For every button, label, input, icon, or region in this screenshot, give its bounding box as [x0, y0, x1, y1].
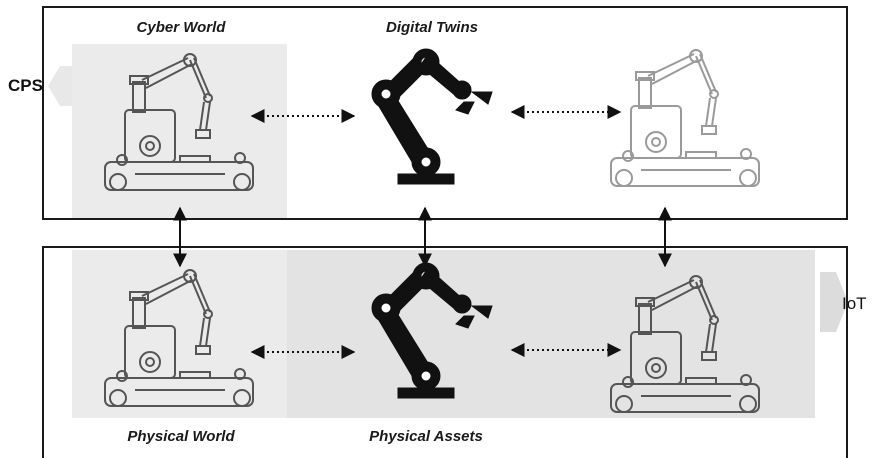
- industrial-robot-arm-icon: [371, 48, 493, 185]
- cps-frame: [42, 6, 848, 220]
- mobile-robot-arm-icon: [610, 49, 760, 187]
- mobile-robot-arm-icon: [610, 275, 760, 413]
- digital-twins-title: Digital Twins: [386, 19, 478, 36]
- industrial-robot-arm-icon: [371, 262, 493, 399]
- dotted-arrows: [250, 105, 622, 359]
- mobile-robot-arm-icon: [104, 269, 254, 407]
- iot-frame: [42, 246, 848, 458]
- vertical-arrows: [173, 206, 672, 268]
- cps-label: CPS: [8, 76, 43, 95]
- iot-label: IoT: [842, 294, 867, 313]
- physical-assets-shade: [287, 250, 815, 418]
- physical-world-title: Physical World: [127, 428, 235, 445]
- mobile-robot-arm-icon: [104, 53, 254, 191]
- physical-assets-title: Physical Assets: [369, 428, 483, 445]
- cyber-world-title: Cyber World: [136, 19, 226, 36]
